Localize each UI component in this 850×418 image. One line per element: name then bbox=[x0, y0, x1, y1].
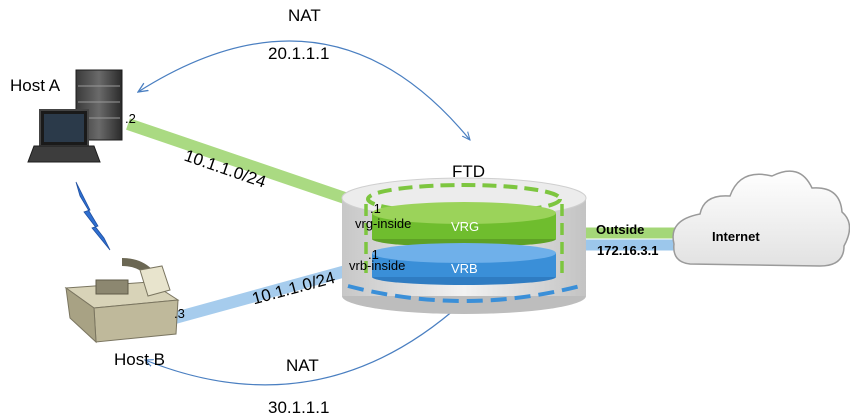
host-b-link bbox=[173, 257, 377, 324]
vrb-inside-label: vrb-inside bbox=[349, 258, 406, 273]
host-b-label: Host B bbox=[114, 350, 166, 369]
outside-ip: 172.16.3.1 bbox=[597, 243, 659, 258]
ftd-device bbox=[341, 177, 587, 314]
lightning-bolt-icon bbox=[75, 181, 111, 251]
outside-label: Outside bbox=[596, 222, 645, 237]
nat-top-title: NAT bbox=[288, 6, 321, 25]
vrg-inside-port: .1 bbox=[370, 201, 381, 216]
host-b-icon bbox=[64, 258, 180, 344]
nat-top-arrow bbox=[138, 40, 471, 141]
vrg-inside-label: vrg-inside bbox=[355, 216, 412, 231]
vrb-inside-port: .1 bbox=[368, 247, 379, 262]
internet-cloud-icon bbox=[672, 170, 850, 267]
host-b-port: .3 bbox=[174, 306, 185, 321]
vrg-label: VRG bbox=[451, 219, 480, 234]
nat-bottom-arrow bbox=[144, 303, 462, 386]
nat-bottom-title: NAT bbox=[286, 356, 319, 375]
vrb-label: VRB bbox=[451, 261, 478, 276]
ftd-label: FTD bbox=[452, 162, 486, 181]
host-a-label: Host A bbox=[10, 76, 61, 95]
internet-label: Internet bbox=[712, 229, 760, 244]
nat-top-ip: 20.1.1.1 bbox=[268, 44, 330, 63]
host-a-link bbox=[126, 118, 382, 216]
host-a-icon bbox=[27, 69, 123, 163]
host-a-port: .2 bbox=[125, 111, 136, 126]
nat-bottom-ip: 30.1.1.1 bbox=[268, 398, 330, 417]
